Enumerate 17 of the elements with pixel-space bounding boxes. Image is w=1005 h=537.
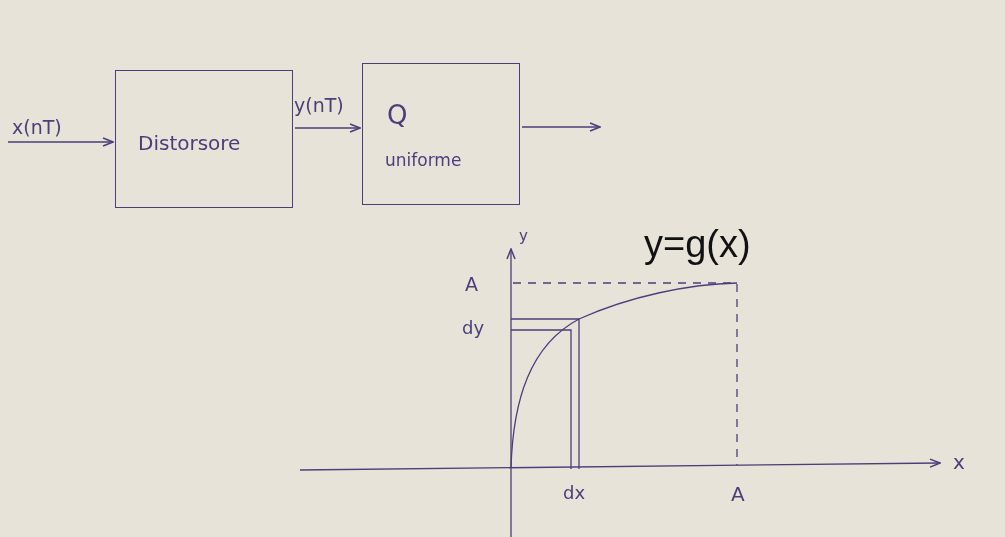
tick-label: A [731,484,745,504]
edge-label: y(nT) [294,96,344,115]
tick-label: A [465,275,478,294]
process-box [115,70,293,208]
axis-label: x [953,452,965,472]
edge-label: x(nT) [12,118,62,137]
arrow [521,122,601,132]
block-label: uniforme [385,152,462,169]
block-label: Distorsore [138,133,241,153]
tick-label: dx [563,484,586,502]
arrow [7,137,114,147]
block-symbol: Q [387,102,408,128]
axis-label: y [519,229,528,244]
tick-label: dy [462,319,485,337]
graph-title: y=g(x) [644,225,751,263]
arrow [294,123,361,133]
process-box [362,63,520,205]
